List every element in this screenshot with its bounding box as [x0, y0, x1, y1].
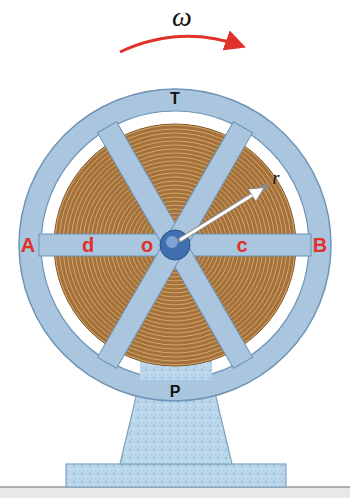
point-label: B	[313, 235, 327, 255]
rotation-arrow	[120, 36, 242, 52]
radius-arrow-outline	[180, 186, 266, 240]
point-label: c	[236, 235, 247, 255]
center-label: o	[141, 235, 153, 255]
ground	[0, 487, 350, 498]
wheel-spokes	[39, 122, 311, 369]
omega-label: ω	[172, 3, 192, 31]
point-label: d	[82, 235, 94, 255]
hub-highlight	[166, 236, 178, 248]
base-plate	[66, 464, 286, 487]
point-label: A	[21, 235, 35, 255]
spoke	[97, 122, 252, 369]
wheel-rim	[19, 89, 331, 401]
point-label: T	[170, 91, 180, 107]
radius-label: r	[272, 169, 279, 187]
spoke	[97, 122, 252, 369]
point-label: P	[170, 384, 181, 400]
radius-arrow	[180, 189, 262, 240]
